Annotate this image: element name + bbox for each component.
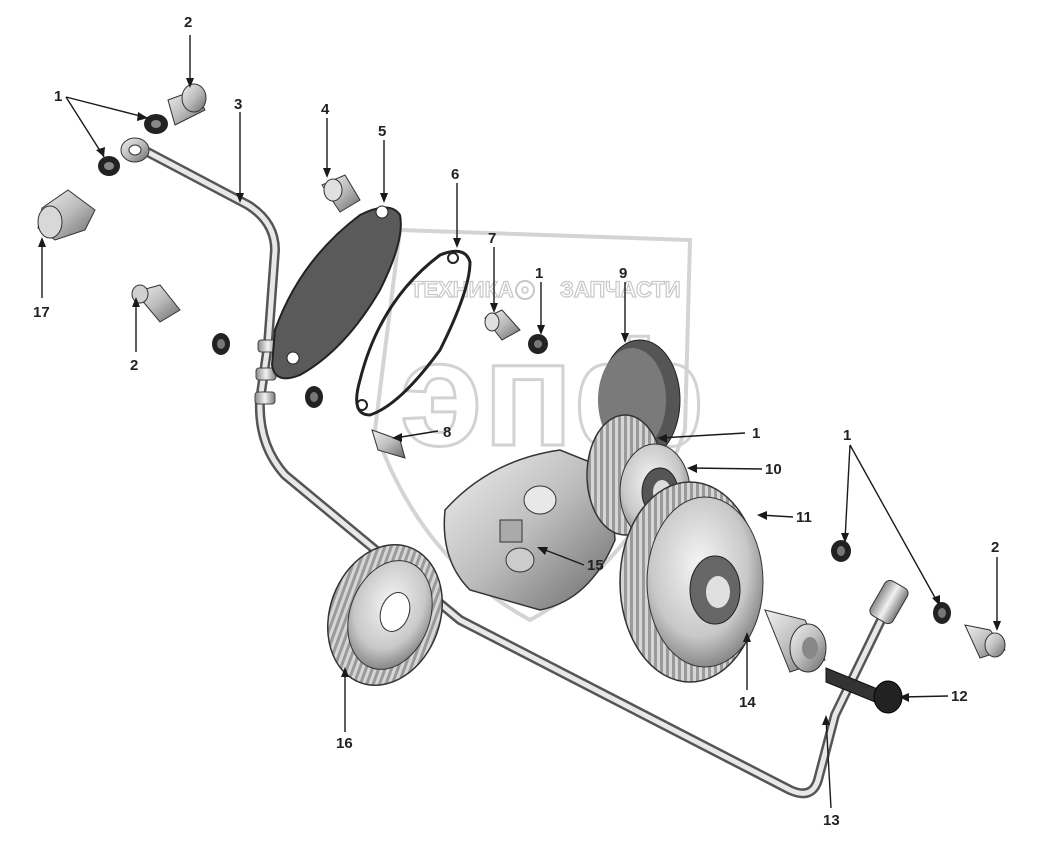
part-2-bolt-left [131, 284, 181, 323]
callout-17: 17 [33, 304, 50, 321]
part-2-bolt-right [964, 624, 1006, 659]
callout-2-right: 2 [991, 539, 999, 556]
callout-13: 13 [823, 812, 840, 829]
callout-4: 4 [321, 101, 330, 118]
callout-1-top-left: 1 [54, 88, 62, 105]
callout-11: 11 [796, 509, 812, 526]
callout-6: 6 [451, 166, 459, 183]
part-16-gear [327, 544, 443, 686]
part-3-oil-tube [120, 137, 890, 799]
callout-15: 15 [587, 557, 604, 574]
callout-numbers: 1 2 3 4 5 6 17 2 7 1 9 8 1 10 11 15 1 2 … [33, 14, 999, 829]
part-13-tube-end [869, 579, 909, 625]
callout-5: 5 [378, 123, 386, 140]
callout-9: 9 [619, 265, 627, 282]
leader-lines [38, 35, 1001, 809]
callout-3: 3 [234, 96, 242, 113]
part-2-bolt-top [167, 83, 207, 126]
callout-14: 14 [739, 694, 756, 711]
callout-7: 7 [488, 230, 496, 247]
part-7-pin [484, 309, 521, 341]
callout-12: 12 [951, 688, 968, 705]
watermark-right-text: ЗАПЧАСТИ [560, 277, 681, 302]
callout-1-center: 1 [535, 265, 543, 282]
callout-2-left: 2 [130, 357, 138, 374]
part-11-large-gear [619, 481, 764, 683]
gear-icon [515, 280, 535, 300]
part-8-dowel [371, 429, 406, 459]
part-14-bushing [764, 609, 827, 673]
part-12-bolt [825, 667, 903, 714]
callout-1-right-mid: 1 [752, 425, 760, 442]
part-6-gasket [355, 249, 472, 417]
part-15-housing [443, 449, 616, 611]
part-4-plug [321, 174, 361, 213]
part-17-cap-nut [37, 189, 96, 241]
callout-8: 8 [443, 424, 451, 441]
part-5-cover-plate [270, 205, 402, 380]
callout-2-top: 2 [184, 14, 192, 31]
callout-10: 10 [765, 461, 782, 478]
callout-1-right: 1 [843, 427, 851, 444]
callout-16: 16 [336, 735, 353, 752]
